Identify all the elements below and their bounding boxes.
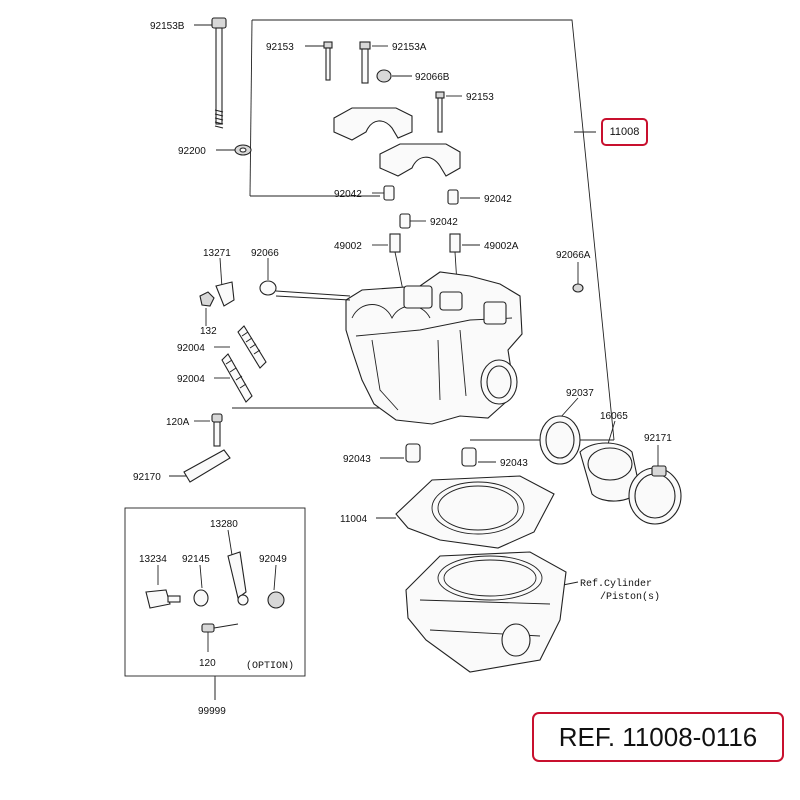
label-49002: 49002 — [334, 241, 362, 252]
label-13234: 13234 — [139, 554, 167, 565]
highlight-label-11008: 11008 — [601, 118, 648, 146]
label-92049: 92049 — [259, 554, 287, 565]
label-92153b: 92153B — [150, 21, 185, 32]
label-92042-a: 92042 — [334, 189, 362, 200]
label-92042-c: 92042 — [430, 217, 458, 228]
dowel-pins — [405, 443, 477, 467]
intake-parts — [539, 415, 682, 525]
reference-number: REF. 11008-0116 — [532, 712, 784, 762]
head-gasket — [395, 475, 555, 549]
label-92004-b: 92004 — [177, 374, 205, 385]
label-92153-right: 92153 — [466, 92, 494, 103]
label-92037: 92037 — [566, 388, 594, 399]
label-92042-b: 92042 — [484, 194, 512, 205]
long-bolt-92153b — [211, 17, 252, 156]
label-92171: 92171 — [644, 433, 672, 444]
label-120a: 120A — [166, 417, 190, 428]
label-92066b: 92066B — [415, 72, 450, 83]
label-132: 132 — [200, 326, 217, 337]
label-ref-cylinder: Ref.Cylinder — [580, 578, 652, 590]
part-labels: 92153B 92153 92153A 92066B 92153 92200 9… — [133, 21, 672, 717]
label-92004-a: 92004 — [177, 343, 205, 354]
label-92066a: 92066A — [556, 250, 591, 261]
cylinder-head — [345, 271, 584, 425]
assembly-frame — [232, 19, 615, 441]
label-92043-a: 92043 — [343, 454, 371, 465]
label-92170: 92170 — [133, 472, 161, 483]
label-92043-b: 92043 — [500, 458, 528, 469]
label-120: 120 — [199, 658, 216, 669]
label-ref-piston: /Piston(s) — [600, 591, 660, 603]
left-side-parts — [183, 280, 351, 483]
label-92153a: 92153A — [392, 42, 427, 53]
label-92153: 92153 — [266, 42, 294, 53]
cam-caps — [323, 41, 461, 229]
cylinder — [405, 551, 567, 673]
label-92145: 92145 — [182, 554, 210, 565]
label-92200: 92200 — [178, 146, 206, 157]
label-option: (OPTION) — [246, 660, 294, 672]
label-13271: 13271 — [203, 248, 231, 259]
label-11004: 11004 — [340, 514, 368, 525]
option-frame — [124, 507, 306, 700]
label-99999: 99999 — [198, 706, 226, 717]
label-13280: 13280 — [210, 519, 238, 530]
label-92066: 92066 — [251, 248, 279, 259]
label-49002a: 49002A — [484, 241, 519, 252]
label-16065: 16065 — [600, 411, 628, 422]
